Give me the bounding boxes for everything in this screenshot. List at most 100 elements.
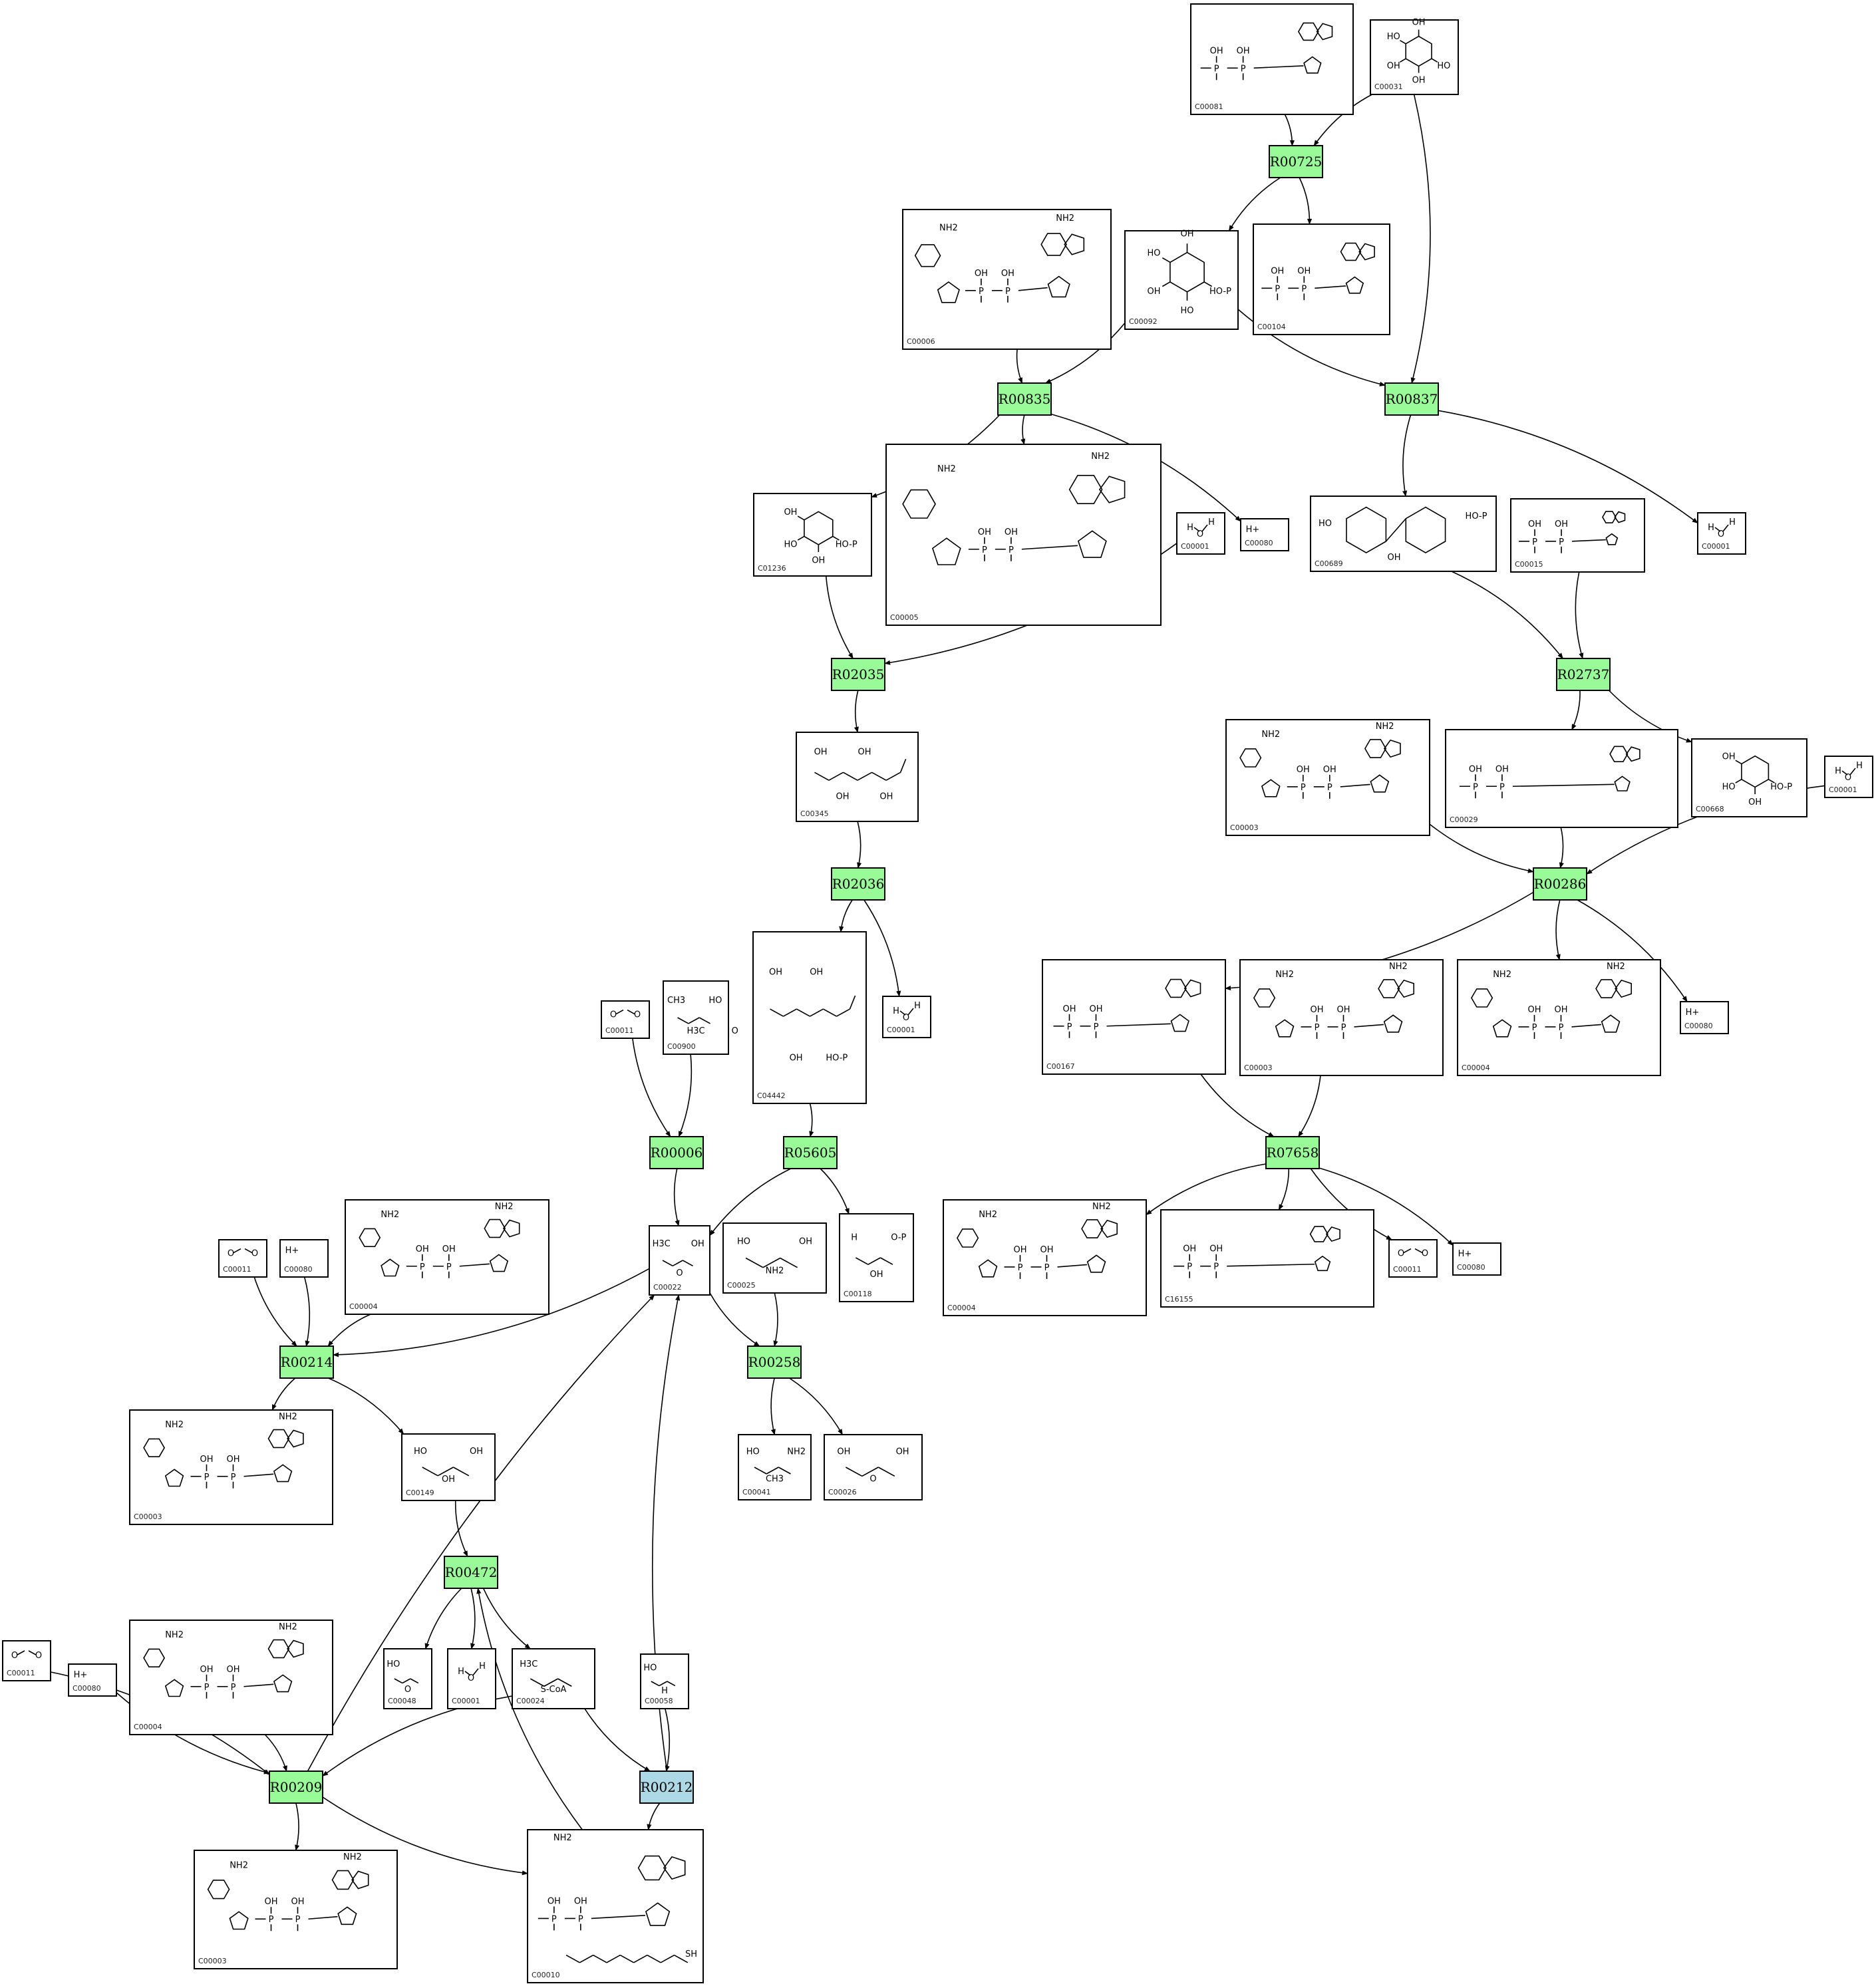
reaction-R00258[interactable]: R00258 bbox=[747, 1346, 802, 1379]
reaction-R05605[interactable]: R05605 bbox=[783, 1136, 838, 1169]
reaction-R00835[interactable]: R00835 bbox=[997, 382, 1052, 416]
compound-box[interactable] bbox=[1388, 1239, 1438, 1278]
compound-box[interactable] bbox=[1452, 1242, 1501, 1276]
compound-box[interactable] bbox=[1824, 756, 1873, 798]
compound-box[interactable] bbox=[753, 493, 872, 577]
compound-box[interactable] bbox=[1160, 1209, 1374, 1308]
compound-box[interactable] bbox=[447, 1648, 496, 1709]
compound-box[interactable] bbox=[1190, 3, 1354, 115]
reaction-box[interactable] bbox=[649, 1136, 704, 1169]
compound-box[interactable] bbox=[663, 980, 729, 1055]
compound-box[interactable] bbox=[885, 444, 1162, 626]
compound-box[interactable] bbox=[1225, 719, 1430, 836]
compound-box[interactable] bbox=[1240, 518, 1289, 551]
compound-box[interactable] bbox=[68, 1663, 117, 1697]
compound-box[interactable] bbox=[383, 1648, 432, 1709]
reaction-box[interactable] bbox=[1265, 1136, 1320, 1169]
compound-box[interactable] bbox=[1370, 19, 1459, 95]
reaction-box[interactable] bbox=[1269, 145, 1323, 178]
compound-box[interactable] bbox=[649, 1225, 710, 1296]
compound-box[interactable] bbox=[752, 931, 867, 1104]
compound-box[interactable] bbox=[824, 1434, 923, 1500]
reaction-box[interactable] bbox=[269, 1771, 323, 1804]
reaction-R00209[interactable]: R00209 bbox=[269, 1771, 323, 1804]
compound-box[interactable] bbox=[902, 209, 1112, 350]
compound-box[interactable] bbox=[640, 1653, 689, 1709]
compound-c00080a[interactable]: H+C00080 bbox=[1240, 518, 1289, 551]
reaction-R00837[interactable]: R00837 bbox=[1384, 382, 1439, 416]
reaction-R00286[interactable]: R00286 bbox=[1533, 867, 1587, 901]
reaction-box[interactable] bbox=[1556, 658, 1611, 691]
reaction-box[interactable] bbox=[279, 1346, 334, 1379]
compound-box[interactable] bbox=[1176, 512, 1225, 555]
reaction-R00212[interactable]: R00212 bbox=[639, 1771, 694, 1804]
reaction-box[interactable] bbox=[783, 1136, 838, 1169]
reaction-box[interactable] bbox=[1533, 867, 1587, 901]
reaction-box[interactable] bbox=[997, 382, 1052, 416]
compound-box[interactable] bbox=[1124, 230, 1239, 330]
reaction-box[interactable] bbox=[639, 1771, 694, 1804]
compound-box[interactable] bbox=[1445, 729, 1678, 828]
reaction-box[interactable] bbox=[747, 1346, 802, 1379]
compound-box[interactable] bbox=[601, 1000, 650, 1039]
reaction-R00214[interactable]: R00214 bbox=[279, 1346, 334, 1379]
compound-box[interactable] bbox=[1042, 959, 1226, 1075]
compound-box[interactable] bbox=[1253, 223, 1390, 335]
reaction-box[interactable] bbox=[444, 1556, 498, 1589]
compound-box[interactable] bbox=[738, 1434, 812, 1500]
compound-box[interactable] bbox=[1310, 496, 1497, 572]
compound-c00080e[interactable]: H+C00080 bbox=[68, 1663, 117, 1697]
compound-box[interactable] bbox=[194, 1850, 398, 1969]
compound-box[interactable] bbox=[129, 1620, 333, 1735]
compound-box[interactable] bbox=[512, 1648, 595, 1709]
compound-box[interactable] bbox=[796, 732, 919, 822]
compound-c00080b[interactable]: H+C00080 bbox=[1680, 1001, 1729, 1034]
reaction-R00472[interactable]: R00472 bbox=[444, 1556, 498, 1589]
compound-box[interactable] bbox=[218, 1239, 267, 1278]
compound-box[interactable] bbox=[1457, 959, 1661, 1076]
reaction-box[interactable] bbox=[831, 867, 885, 901]
compound-box[interactable] bbox=[1510, 498, 1645, 573]
compound-box[interactable] bbox=[839, 1213, 914, 1302]
reaction-R02036[interactable]: R02036 bbox=[831, 867, 885, 901]
compound-box[interactable] bbox=[345, 1199, 549, 1315]
reaction-R02035[interactable]: R02035 bbox=[831, 658, 885, 691]
reaction-R02737[interactable]: R02737 bbox=[1556, 658, 1611, 691]
compound-box[interactable] bbox=[2, 1640, 51, 1681]
compound-box[interactable] bbox=[722, 1222, 827, 1294]
reaction-box[interactable] bbox=[1384, 382, 1439, 416]
compound-box[interactable] bbox=[401, 1433, 496, 1501]
